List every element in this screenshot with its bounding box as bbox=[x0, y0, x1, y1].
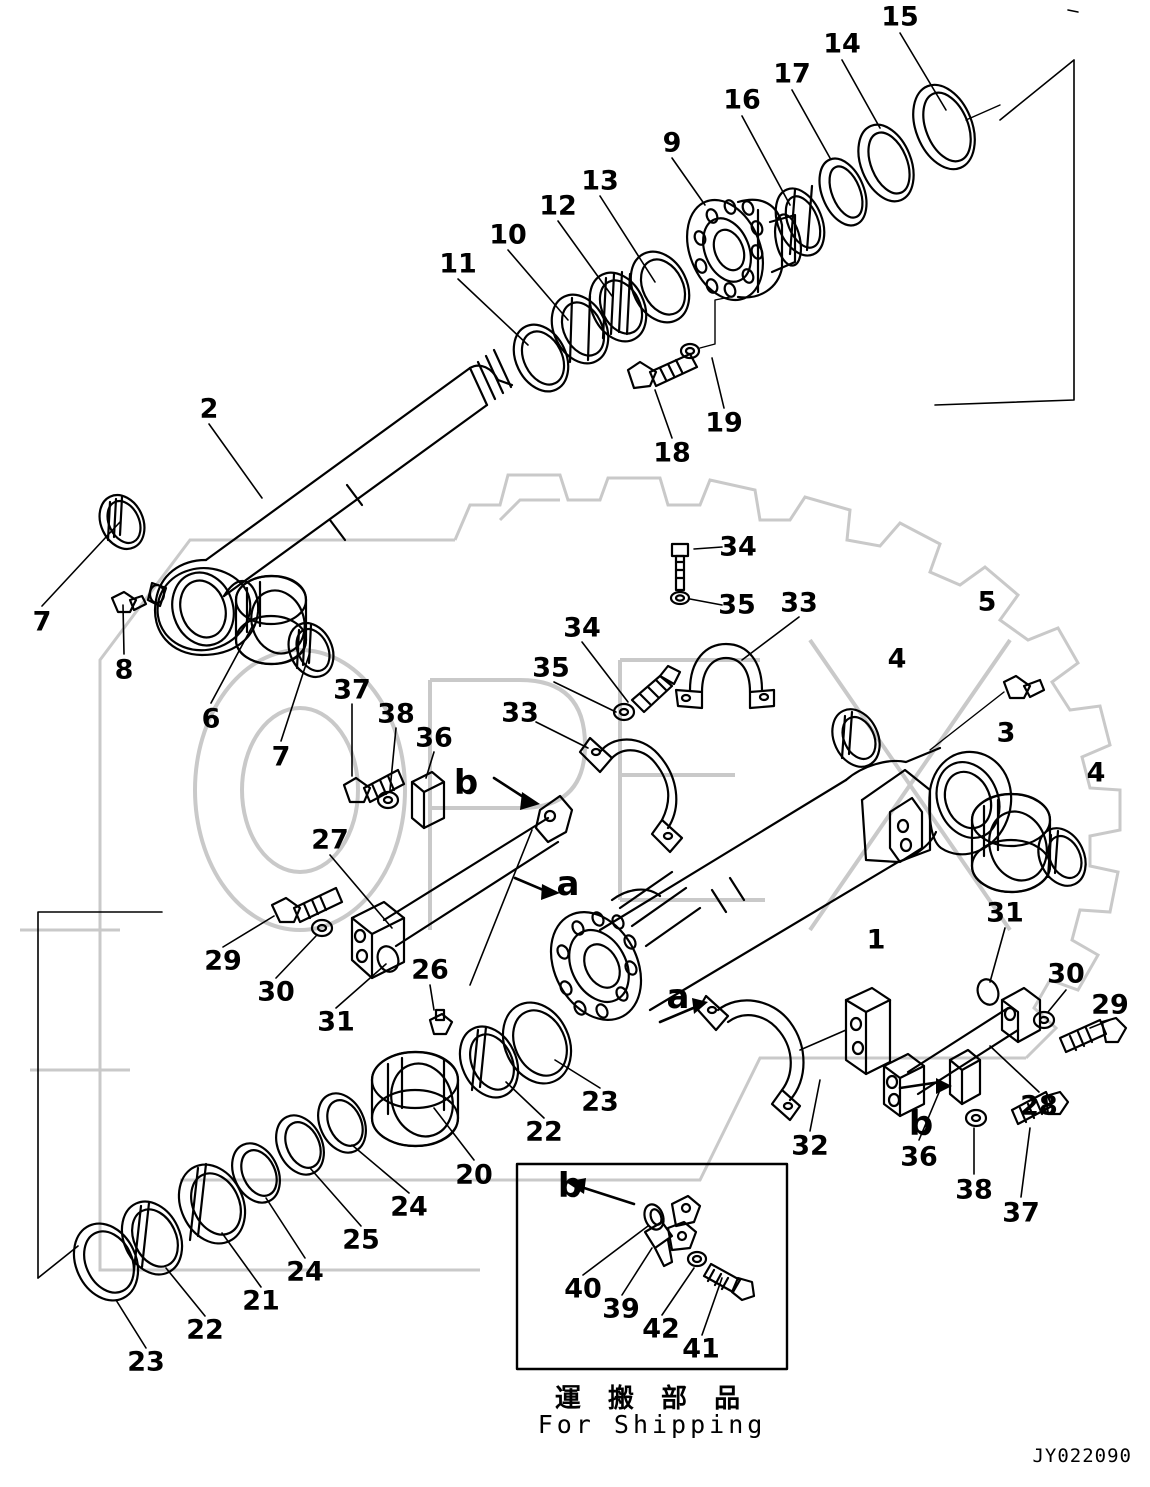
callout-30: 30 bbox=[1047, 958, 1085, 990]
callout-8: 8 bbox=[114, 654, 134, 686]
callout-34: 34 bbox=[563, 612, 601, 644]
callout-10: 10 bbox=[489, 219, 527, 251]
callout-22: 22 bbox=[186, 1314, 224, 1346]
callout-22: 22 bbox=[525, 1116, 563, 1148]
callout-13: 13 bbox=[581, 165, 619, 197]
callout-40: 40 bbox=[564, 1273, 602, 1305]
callout-7: 7 bbox=[271, 741, 291, 773]
callout-5: 5 bbox=[977, 586, 997, 618]
callout-11: 11 bbox=[439, 248, 477, 280]
callout-38: 38 bbox=[955, 1174, 993, 1206]
callout-36: 36 bbox=[900, 1141, 938, 1173]
callout-14: 14 bbox=[823, 28, 861, 60]
callout-18: 18 bbox=[653, 437, 691, 469]
callout-31: 31 bbox=[986, 897, 1024, 929]
callout-35: 35 bbox=[718, 589, 756, 621]
callout-24: 24 bbox=[286, 1256, 324, 1288]
callout-12: 12 bbox=[539, 190, 577, 222]
callout-25: 25 bbox=[342, 1224, 380, 1256]
callout-30: 30 bbox=[257, 976, 295, 1008]
callout-32: 32 bbox=[791, 1130, 829, 1162]
callout-4: 4 bbox=[1086, 757, 1106, 789]
callout-29: 29 bbox=[204, 945, 242, 977]
inset-caption-japanese: 運 搬 部 品 bbox=[554, 1384, 750, 1414]
callout-37: 37 bbox=[333, 674, 371, 706]
callout-28: 28 bbox=[1020, 1090, 1058, 1122]
callout-37: 37 bbox=[1002, 1197, 1040, 1229]
inset-caption-english: For Shipping bbox=[537, 1410, 767, 1439]
section-letter-b: b bbox=[453, 763, 479, 803]
callout-3: 3 bbox=[996, 717, 1016, 749]
callout-42: 42 bbox=[642, 1313, 680, 1345]
section-letter-b: b bbox=[908, 1104, 934, 1144]
section-letter-a: a bbox=[556, 864, 580, 904]
callout-41: 41 bbox=[682, 1333, 720, 1365]
callout-20: 20 bbox=[455, 1159, 493, 1191]
drawing-number: JY022090 bbox=[1032, 1445, 1132, 1467]
callout-36: 36 bbox=[415, 722, 453, 754]
callout-35: 35 bbox=[532, 652, 570, 684]
callout-1: 1 bbox=[866, 924, 886, 956]
callout-16: 16 bbox=[723, 84, 761, 116]
section-letter-a: a bbox=[666, 977, 690, 1017]
callout-9: 9 bbox=[662, 127, 682, 159]
callout-17: 17 bbox=[773, 58, 811, 90]
callout-7: 7 bbox=[32, 606, 52, 638]
callout-33: 33 bbox=[501, 697, 539, 729]
callout-29: 29 bbox=[1091, 989, 1129, 1021]
callout-33: 33 bbox=[780, 587, 818, 619]
section-letter-b: b bbox=[557, 1166, 583, 1206]
callout-6: 6 bbox=[201, 703, 221, 735]
callout-38: 38 bbox=[377, 698, 415, 730]
callout-15: 15 bbox=[881, 1, 919, 33]
callout-2: 2 bbox=[199, 393, 219, 425]
callout-24: 24 bbox=[390, 1191, 428, 1223]
callout-19: 19 bbox=[705, 407, 743, 439]
callout-23: 23 bbox=[127, 1346, 165, 1378]
callout-39: 39 bbox=[602, 1293, 640, 1325]
callout-23: 23 bbox=[581, 1086, 619, 1118]
callout-27: 27 bbox=[311, 824, 349, 856]
callout-26: 26 bbox=[411, 954, 449, 986]
callout-31: 31 bbox=[317, 1006, 355, 1038]
callout-21: 21 bbox=[242, 1285, 280, 1317]
callout-4: 4 bbox=[887, 643, 907, 675]
callout-34: 34 bbox=[719, 531, 757, 563]
